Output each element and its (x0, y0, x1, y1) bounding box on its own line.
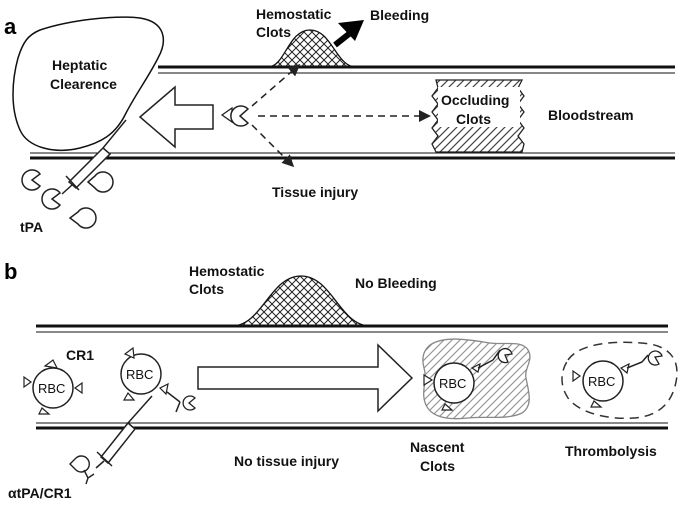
vessel-a (30, 65, 675, 160)
no-tissue-injury-label: No tissue injury (234, 453, 339, 469)
rbc-4: RBC (572, 350, 663, 408)
no-bleeding-label: No Bleeding (355, 275, 437, 291)
bleeding-arrow (333, 20, 364, 48)
dashed-arrows-a (251, 64, 431, 168)
rbc-1-label: RBC (38, 381, 65, 396)
flow-arrow-b (197, 343, 414, 413)
cr1-label: CR1 (66, 347, 94, 363)
panel-a-letter: a (4, 14, 17, 39)
occluding-label-bg (438, 87, 520, 127)
nascent-label-2: Clots (420, 458, 455, 474)
tissue-injury-label: Tissue injury (272, 184, 358, 200)
liver-shape (12, 16, 165, 151)
bloodstream-label: Bloodstream (548, 107, 634, 123)
rbc-3-label: RBC (439, 376, 466, 391)
hepatic-label-1: Heptatic (52, 57, 107, 73)
rbc-4-label: RBC (588, 374, 615, 389)
thrombolysis-outline (561, 341, 678, 420)
rbc-3: RBC (423, 347, 513, 411)
panel-b-letter: b (4, 259, 17, 284)
atpa-cr1-molecule (69, 455, 95, 485)
free-tpa-molecules (21, 169, 114, 229)
thrombolysis-label: Thrombolysis (565, 443, 657, 459)
hemostatic-clot-a (267, 29, 357, 68)
hepatic-label-2: Clearence (50, 76, 117, 92)
tpa-molecule-center (220, 105, 250, 127)
hemostatic-clot-b (231, 275, 371, 327)
hemostatic-label-a-2: Clots (256, 24, 291, 40)
syringe-a (61, 119, 127, 195)
occluding-label-1: Occluding (441, 92, 509, 108)
rbc-2: RBC (120, 346, 196, 413)
hemostatic-label-b-1: Hemostatic (189, 263, 265, 279)
rbc-2-label: RBC (126, 367, 153, 382)
bleeding-label: Bleeding (370, 7, 429, 23)
nascent-label-1: Nascent (410, 439, 465, 455)
syringe-b (95, 395, 153, 469)
atpa-cr1-label: αtPA/CR1 (8, 485, 72, 501)
clearance-arrow (138, 85, 214, 149)
tpa-label: tPA (20, 219, 43, 235)
hemostatic-label-b-2: Clots (189, 281, 224, 297)
occluding-label-2: Clots (456, 111, 491, 127)
rbc-1: RBC (23, 359, 83, 415)
hemostatic-label-a-1: Hemostatic (256, 6, 332, 22)
